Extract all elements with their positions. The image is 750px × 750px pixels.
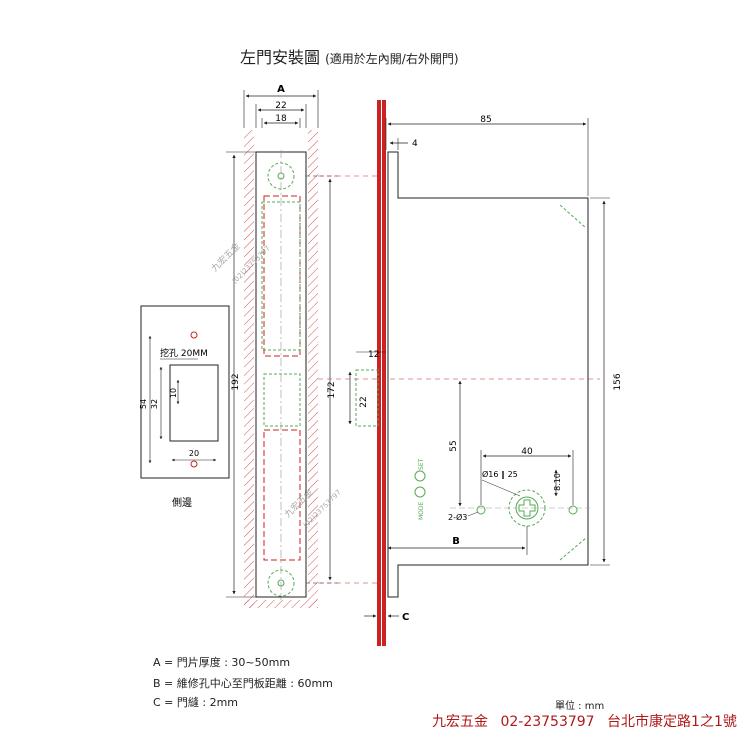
footer-phone: 02-23753797 bbox=[500, 714, 595, 730]
dim-C-label: C bbox=[402, 612, 409, 623]
dim-85-label: 85 bbox=[480, 115, 491, 125]
side-cutout bbox=[169, 364, 219, 442]
dim-16-25-label: Ø16 ‖ 25 bbox=[482, 469, 518, 479]
diagram-title: 左門安裝圖 (適用於左內開/右外開門) bbox=[240, 44, 459, 68]
footer: 九宏五金 02-23753797 台北市康定路1之1號 bbox=[432, 711, 745, 731]
dim-40-label: 40 bbox=[521, 447, 533, 457]
footer-company: 九宏五金 bbox=[432, 714, 488, 730]
side-20-label: 20 bbox=[189, 449, 199, 458]
hatch-right bbox=[308, 130, 318, 608]
fix-hole-left bbox=[476, 505, 486, 515]
side-view-label: 側邊 bbox=[172, 496, 192, 509]
hole-note: 挖孔 20MM bbox=[160, 347, 208, 359]
legend-C: C = 門縫 : 2mm bbox=[153, 696, 239, 709]
spindle-cross-icon bbox=[518, 499, 536, 517]
side-54-label: 54 bbox=[139, 399, 148, 409]
fix-hole-right bbox=[568, 505, 578, 515]
latch-bolt bbox=[355, 369, 379, 427]
hatch-bottom bbox=[244, 600, 318, 608]
title-main: 左門安裝圖 bbox=[240, 48, 321, 67]
dim-55-label: 55 bbox=[449, 440, 459, 451]
side-plate bbox=[140, 305, 230, 479]
dim-8-10-label: 8.10 bbox=[553, 473, 562, 491]
mode-label: MODE bbox=[418, 501, 425, 520]
dim-2-3-label: 2-Ø3 bbox=[448, 512, 467, 522]
watermark-1: 九宏五金 bbox=[209, 240, 243, 274]
dim-A-label: A bbox=[277, 84, 285, 95]
legend-B: B = 維修孔中心至門板距離 : 60mm bbox=[153, 677, 333, 690]
dim-22b-label: 22 bbox=[359, 396, 369, 407]
dim-12-label: 12 bbox=[368, 350, 379, 360]
title-sub: (適用於左內開/右外開門) bbox=[325, 52, 459, 66]
footer-address: 台北市康定路1之1號 bbox=[607, 714, 737, 730]
dim-172-label: 172 bbox=[327, 381, 337, 398]
dim-192-label: 192 bbox=[231, 373, 241, 390]
hatch-left bbox=[244, 130, 254, 608]
latch-box bbox=[263, 373, 301, 427]
side-32-label: 32 bbox=[150, 399, 159, 409]
dim-22-label: 22 bbox=[275, 101, 286, 111]
dim-18-label: 18 bbox=[275, 114, 287, 124]
dim-156-label: 156 bbox=[613, 373, 623, 390]
side-10-label: 10 bbox=[169, 388, 178, 398]
lock-body-outline bbox=[387, 151, 589, 598]
unit-label: 單位 : mm bbox=[555, 701, 605, 712]
cutout-top bbox=[263, 195, 301, 357]
lock-body-view: MODE SET 85 4 12 22 156 bbox=[348, 100, 623, 646]
legend-A: A = 門片厚度 : 30~50mm bbox=[153, 656, 291, 669]
dim-4-label: 4 bbox=[412, 139, 418, 149]
cutout-bottom bbox=[263, 429, 301, 561]
dim-B-label: B bbox=[452, 536, 460, 547]
set-label: SET bbox=[418, 458, 425, 470]
side-view: 挖孔 20MM 54 32 10 20 側邊 bbox=[139, 305, 230, 509]
